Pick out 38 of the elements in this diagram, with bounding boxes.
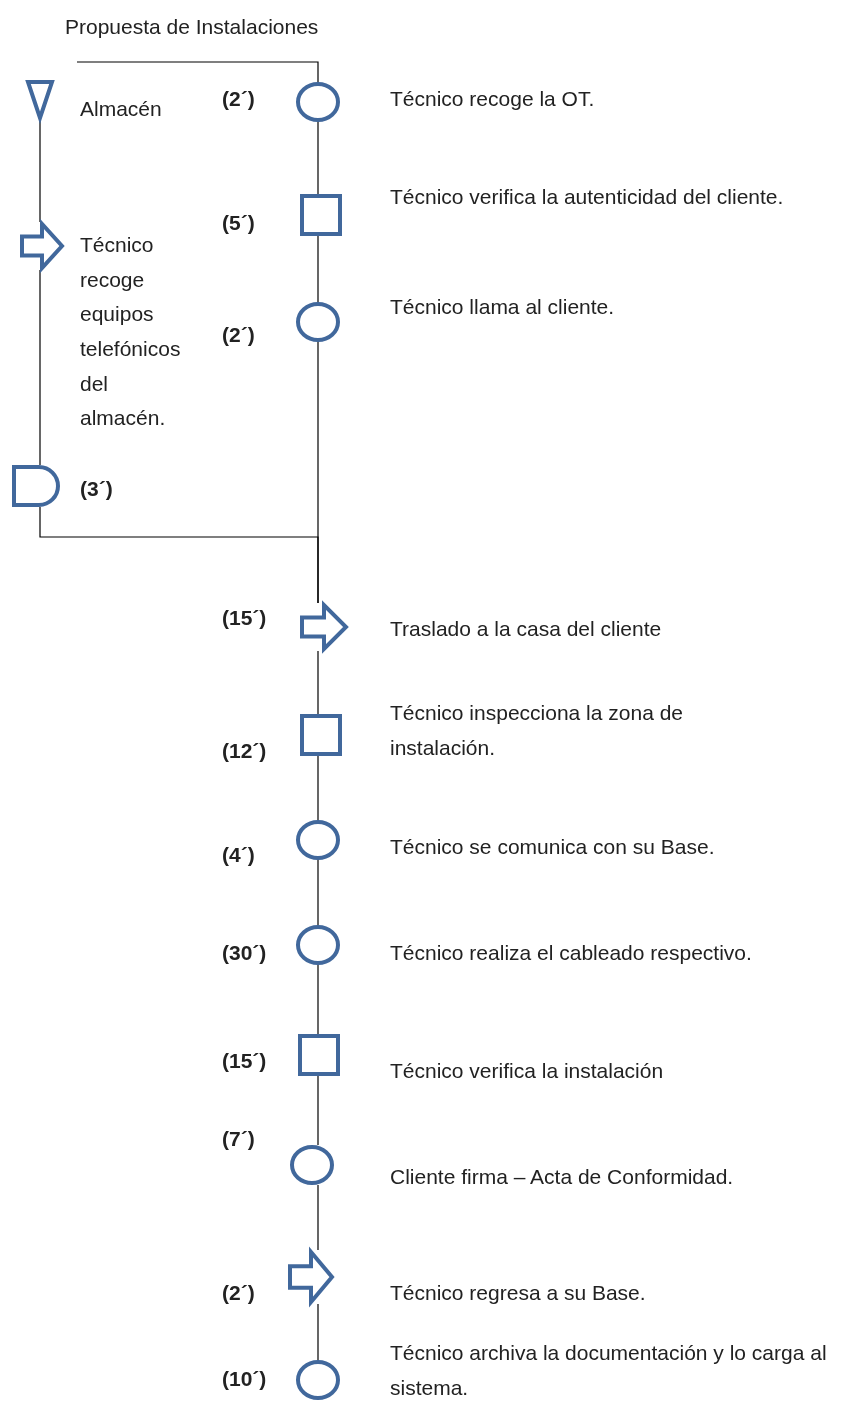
duration-label: (15´)	[222, 1048, 268, 1074]
step-label: Técnico realiza el cableado respectivo.	[390, 940, 753, 966]
connector-line	[317, 121, 319, 195]
duration-label: (4´)	[222, 842, 256, 868]
step-label: Técnico archiva la documentación y lo carga al sistema.	[390, 1340, 828, 1401]
duration-label: (15´)	[222, 605, 268, 631]
step-label: Técnico recoge la OT.	[390, 86, 596, 112]
connector-line	[317, 341, 319, 604]
connector-line	[317, 859, 319, 926]
connector-line	[76, 61, 319, 83]
connector-line	[317, 1184, 319, 1251]
duration-label: (3´)	[80, 476, 114, 502]
connector-line	[317, 964, 319, 1035]
duration-label: (2´)	[222, 86, 256, 112]
duration-label: (7´)	[222, 1126, 256, 1152]
connector-line	[317, 650, 319, 715]
connector-line	[317, 755, 319, 821]
step-label: Traslado a la casa del cliente	[390, 616, 663, 642]
duration-label: (2´)	[222, 322, 256, 348]
connector-line	[317, 1075, 319, 1146]
connector-line	[317, 1303, 319, 1361]
step-label: Técnico verifica la instalación	[390, 1058, 665, 1084]
duration-label: (5´)	[222, 210, 256, 236]
duration-label: (12´)	[222, 738, 268, 764]
step-label: Técnico recoge equipos telefónicos del almacén.	[80, 232, 182, 432]
step-label: Técnico inspecciona la zona de instalación.	[390, 700, 684, 761]
step-label: Técnico verifica la autenticidad del cliente.	[390, 184, 785, 210]
duration-label: (30´)	[222, 940, 268, 966]
step-label: Almacén	[80, 96, 163, 122]
step-label: Cliente firma – Acta de Conformidad.	[390, 1164, 735, 1190]
connector-line	[317, 235, 319, 303]
chart-title: Propuesta de Instalaciones	[65, 14, 319, 40]
step-label: Técnico llama al cliente.	[390, 294, 616, 320]
connector-line	[39, 269, 41, 466]
duration-label: (10´)	[222, 1366, 268, 1392]
step-label: Técnico regresa a su Base.	[390, 1280, 647, 1306]
duration-label: (2´)	[222, 1280, 256, 1306]
step-label: Técnico se comunica con su Base.	[390, 834, 716, 860]
